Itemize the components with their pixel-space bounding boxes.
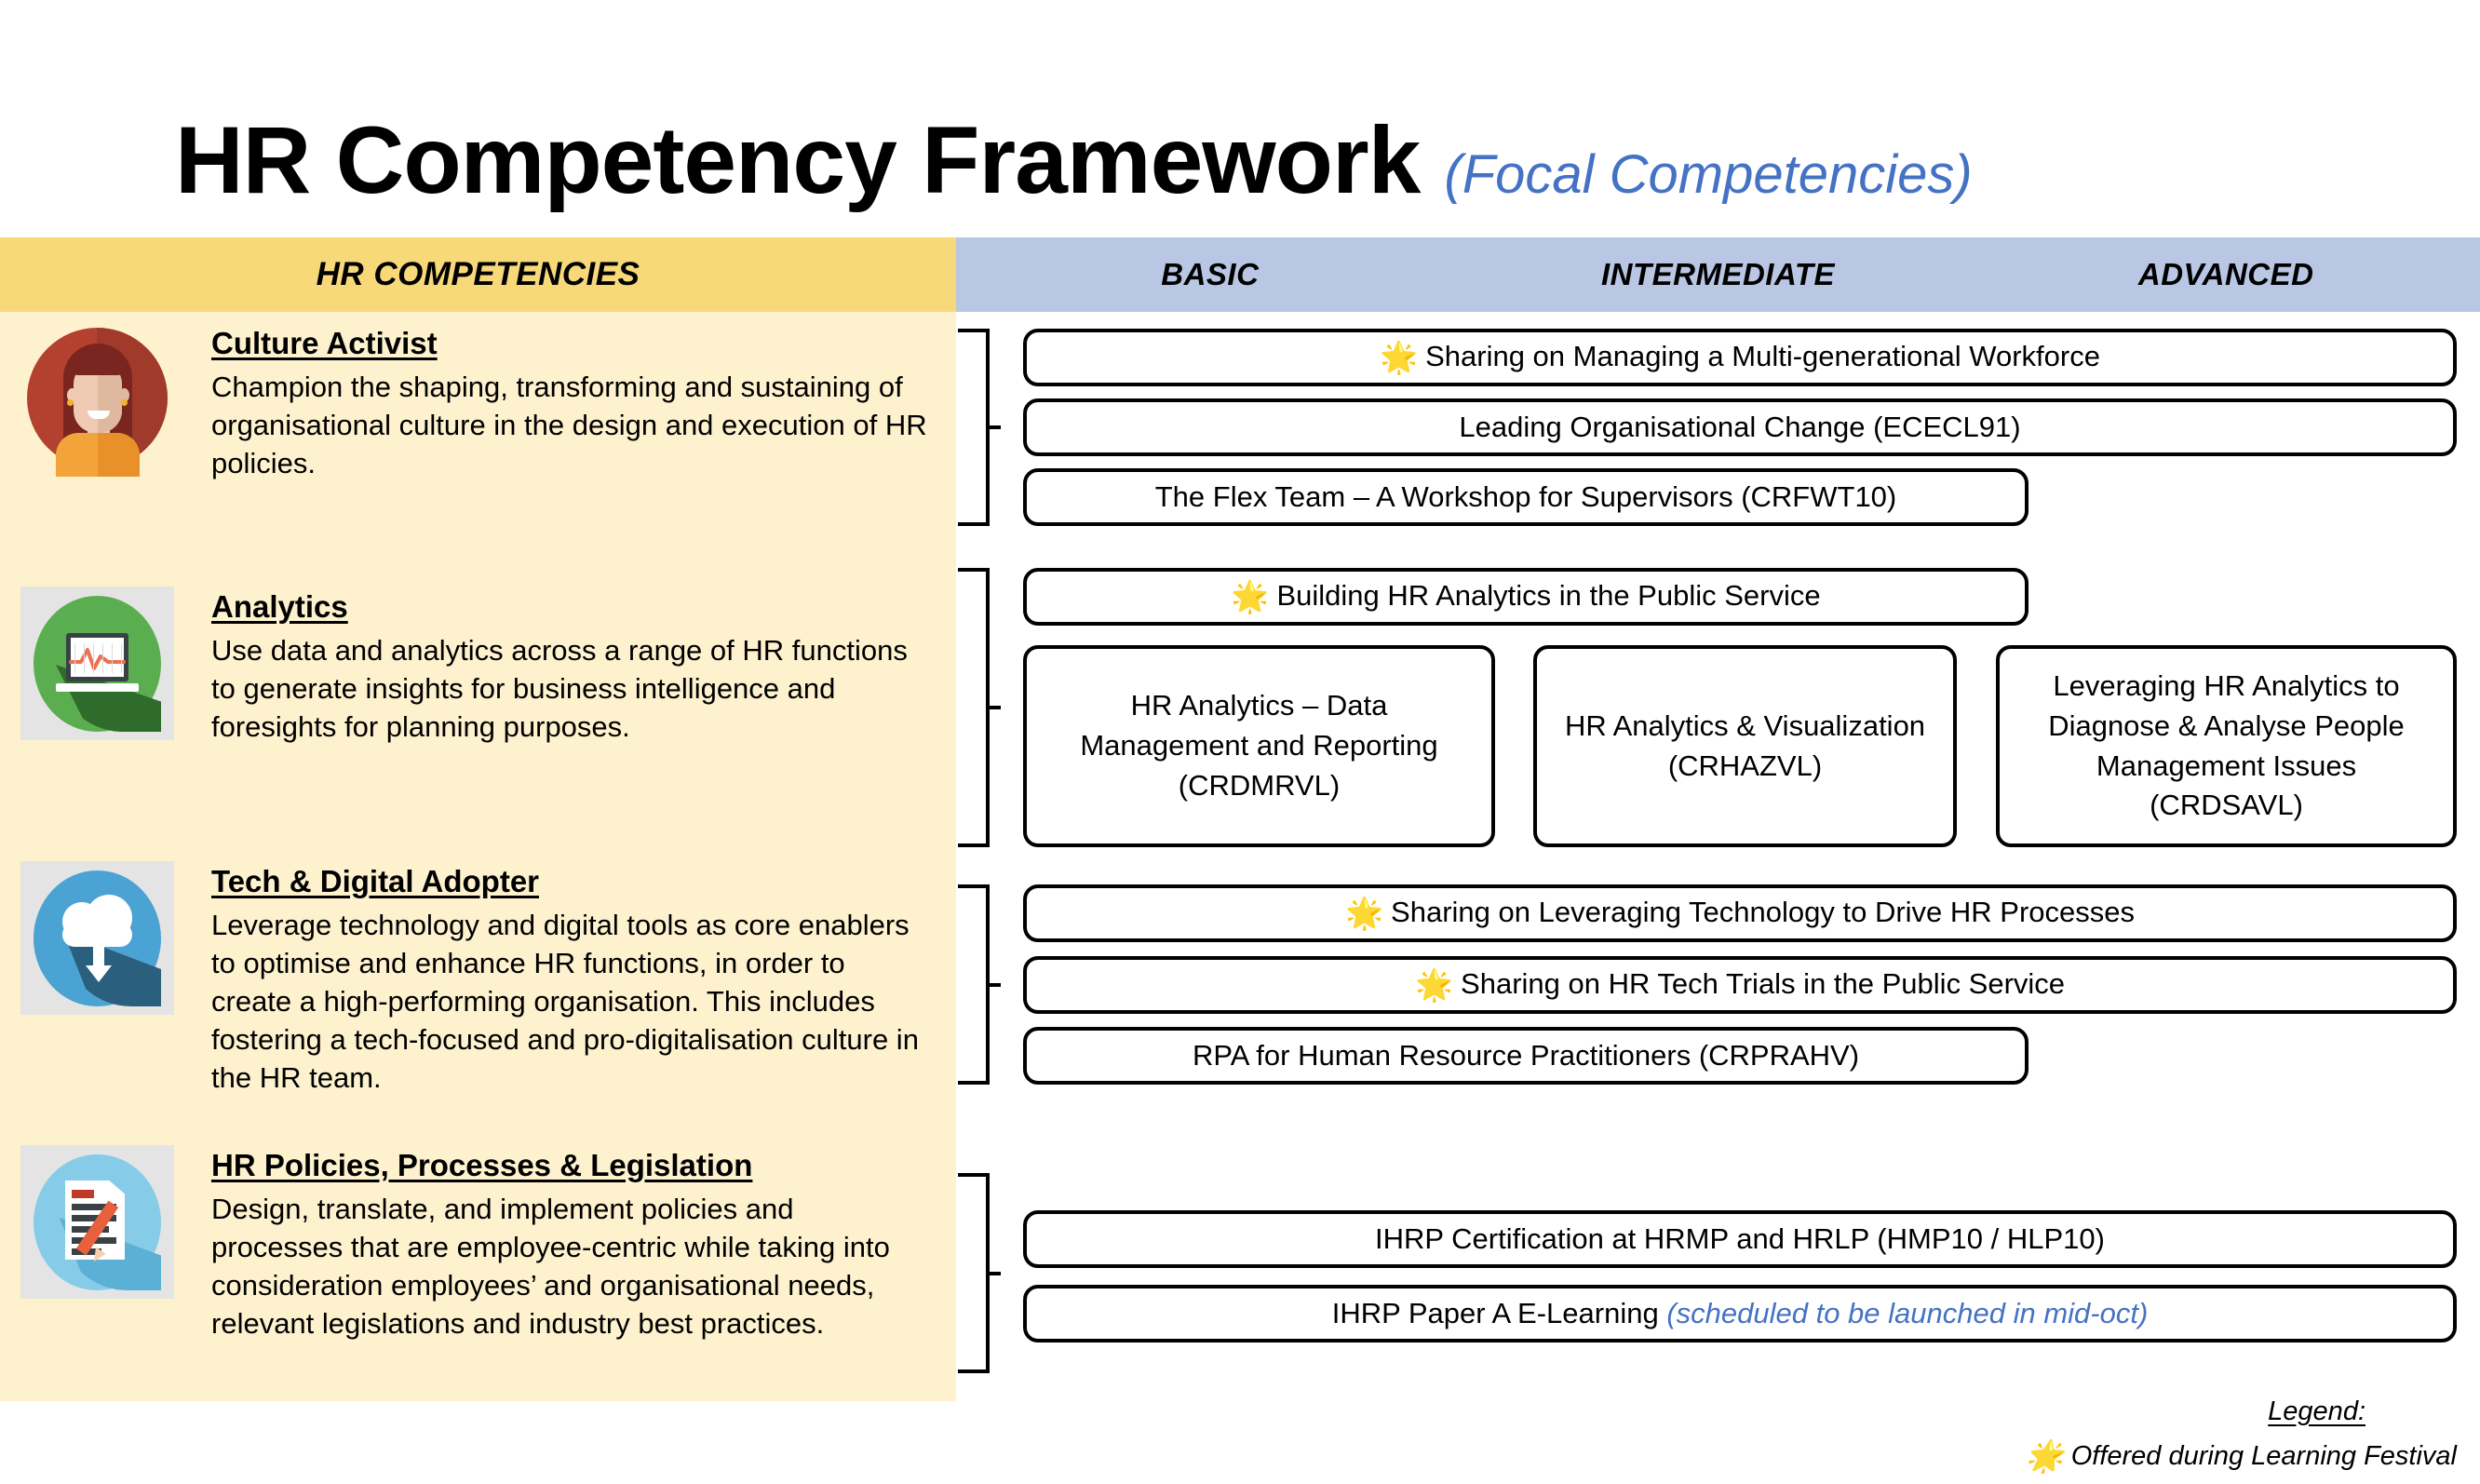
group-bracket-icon [958,1173,990,1373]
analytics-laptop-icon [20,587,174,740]
courses-column: 🌟Sharing on Managing a Multi-generationa… [956,312,2480,1401]
course-box[interactable]: RPA for Human Resource Practitioners (CR… [1023,1027,2028,1085]
competency-text: Analytics Use data and analytics across … [211,587,933,746]
competency-name: Culture Activist [211,326,438,360]
header-cell-basic: BASIC [1161,257,1260,291]
course-group-tech-digital-adopter: 🌟Sharing on Leveraging Technology to Dri… [956,884,2480,1085]
legend: Legend: 🌟Offered during Learning Festiva… [2026,1396,2457,1475]
header-cell-intermediate: INTERMEDIATE [1600,257,1836,291]
cloud-sync-icon [20,861,174,1015]
competency-description: Leverage technology and digital tools as… [211,908,919,1095]
group-bracket-icon [958,568,990,847]
competency-row-hr-policies: HR Policies, Processes & Legislation Des… [0,1145,956,1342]
course-label: Sharing on Leveraging Technology to Driv… [1391,896,2136,929]
competency-description: Use data and analytics across a range of… [211,633,908,743]
course-label: Building HR Analytics in the Public Serv… [1276,579,1821,613]
course-box[interactable]: 🌟Sharing on Leveraging Technology to Dri… [1023,884,2457,942]
course-label: HR Analytics & Visualization (CRHAZVL) [1564,708,1926,782]
table-header-row: HR COMPETENCIES BASIC INTERMEDIATE ADVAN… [0,237,2480,312]
course-box[interactable]: Leading Organisational Change (ECECL91) [1023,398,2457,456]
course-label: The Flex Team – A Workshop for Superviso… [1154,479,1897,513]
course-group-analytics: 🌟Building HR Analytics in the Public Ser… [956,568,2480,847]
competency-row-culture-activist: Culture Activist Champion the shaping, t… [0,323,956,482]
title-inner: HR Competency Framework (Focal Competenc… [175,113,1973,208]
course-box[interactable]: IHRP Paper A E-Learning (scheduled to be… [1023,1285,2457,1342]
competency-description: Design, translate, and implement policie… [211,1192,890,1341]
document-pencil-icon [20,1145,174,1299]
group-bracket-icon [958,884,990,1085]
competency-name: Tech & Digital Adopter [211,864,540,898]
star-icon: 🌟 [1380,340,1419,375]
star-icon: 🌟 [1231,579,1270,614]
course-group-culture-activist: 🌟Sharing on Managing a Multi-generationa… [956,329,2480,526]
course-box[interactable]: 🌟Building HR Analytics in the Public Ser… [1023,568,2028,626]
course-box[interactable]: 🌟Sharing on Managing a Multi-generationa… [1023,329,2457,386]
body-area: Culture Activist Champion the shaping, t… [0,312,2480,1401]
course-box[interactable]: IHRP Certification at HRMP and HRLP (HMP… [1023,1210,2457,1268]
page-title: HR Competency Framework [175,107,1421,213]
course-box[interactable]: HR Analytics – Data Management and Repor… [1023,645,1495,847]
header-label-competencies: HR COMPETENCIES [316,256,640,292]
course-label: HR Analytics – Data Management and Repor… [1080,689,1438,802]
header-cell-competencies: HR COMPETENCIES [0,237,956,312]
course-box[interactable]: 🌟Sharing on HR Tech Trials in the Public… [1023,956,2457,1014]
competency-name: Analytics [211,589,348,624]
competency-text: HR Policies, Processes & Legislation Des… [211,1145,933,1342]
star-icon: 🌟 [1414,967,1454,1003]
course-box[interactable]: HR Analytics & Visualization (CRHAZVL) [1533,645,1957,847]
star-icon: 🌟 [1344,896,1384,931]
course-label: IHRP Paper A E-Learning [1331,1296,1667,1329]
course-label: RPA for Human Resource Practitioners (CR… [1192,1038,1860,1072]
course-label: Sharing on HR Tech Trials in the Public … [1461,967,2066,1001]
course-box[interactable]: Leveraging HR Analytics to Diagnose & An… [1996,645,2457,847]
header-cell-advanced: ADVANCED [2137,257,2314,291]
competency-row-tech-digital-adopter: Tech & Digital Adopter Leverage technolo… [0,861,956,1098]
woman-avatar-icon [20,323,174,477]
course-label: Leveraging HR Analytics to Diagnose & An… [2048,668,2405,822]
competency-text: Culture Activist Champion the shaping, t… [211,323,933,482]
competency-column: Culture Activist Champion the shaping, t… [0,312,956,1401]
course-label: IHRP Certification at HRMP and HRLP (HMP… [1375,1221,2105,1255]
course-group-hr-policies: IHRP Certification at HRMP and HRLP (HMP… [956,1173,2480,1373]
competency-description: Champion the shaping, transforming and s… [211,370,927,479]
course-box[interactable]: The Flex Team – A Workshop for Superviso… [1023,468,2028,526]
competency-text: Tech & Digital Adopter Leverage technolo… [211,861,933,1098]
course-label: Sharing on Managing a Multi-generational… [1425,340,2100,373]
legend-entry-label: Offered during Learning Festival [2070,1441,2457,1471]
header-levels: BASIC INTERMEDIATE ADVANCED [956,237,2480,312]
page-subtitle: (Focal Competencies) [1444,144,1973,205]
legend-title: Legend: [2268,1396,2365,1426]
course-note: (scheduled to be launched in mid-oct) [1666,1296,2149,1329]
competency-row-analytics: Analytics Use data and analytics across … [0,587,956,746]
legend-entry: 🌟Offered during Learning Festival [2026,1438,2457,1475]
group-bracket-icon [958,329,990,526]
course-label: Leading Organisational Change (ECECL91) [1459,410,2021,443]
title-bar: HR Competency Framework (Focal Competenc… [0,0,2480,237]
star-icon: 🌟 [2025,1438,2064,1473]
competency-name: HR Policies, Processes & Legislation [211,1148,753,1182]
